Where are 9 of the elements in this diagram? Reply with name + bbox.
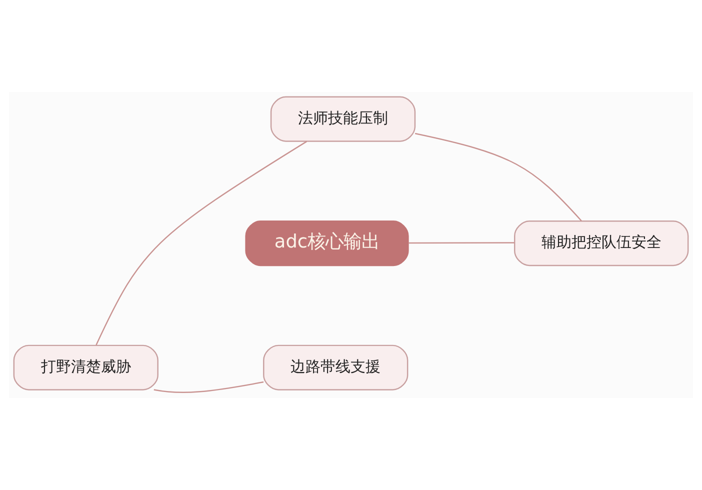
node-box: 辅助把控队伍安全 (514, 220, 689, 266)
connector (96, 140, 308, 346)
node-box: 法师技能压制 (270, 96, 416, 142)
connector (414, 132, 582, 222)
connector (408, 242, 514, 244)
node-box: 打野清楚威胁 (13, 344, 158, 390)
connector (154, 381, 264, 394)
node-box: adc核心输出 (245, 220, 409, 266)
node-box: 边路带线支援 (263, 344, 408, 390)
